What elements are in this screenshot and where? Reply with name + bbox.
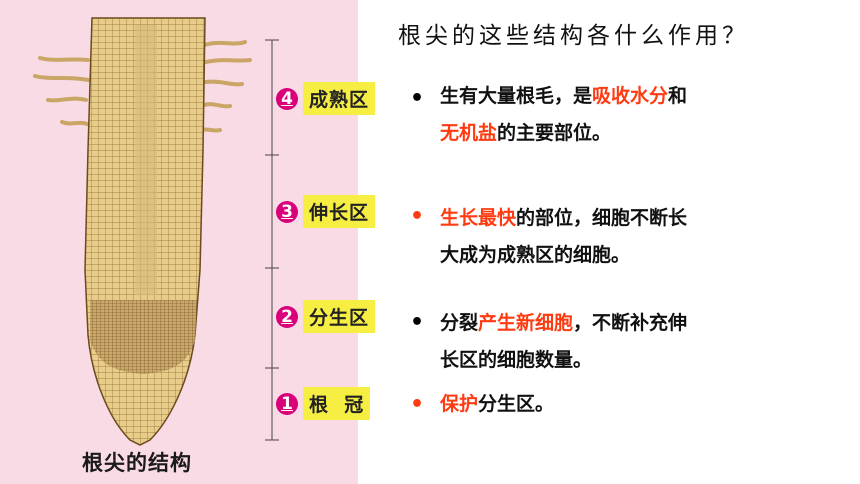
- desc-text: ，不断补充伸: [573, 312, 688, 334]
- bullet: •: [410, 86, 425, 111]
- desc-highlight: 生长最快: [440, 207, 517, 229]
- zone-number: 2: [276, 305, 298, 328]
- desc-text: 大成为成熟区的细胞。: [440, 244, 631, 266]
- desc-text: 的主要部位。: [497, 122, 612, 144]
- zone-description-elongation: 生长最快的部位，细胞不断长 大成为成熟区的细胞。: [440, 200, 687, 274]
- bullet: •: [410, 392, 425, 417]
- zone-label: 分生区: [303, 300, 376, 333]
- zone-number: 1: [276, 392, 298, 415]
- zone-scale: [265, 39, 279, 441]
- meristem-region: [90, 300, 197, 374]
- desc-highlight: 无机盐: [440, 122, 498, 144]
- root-tip-illustration: [33, 17, 279, 446]
- zone-description-meristem: 分裂产生新细胞，不断补充伸 长区的细胞数量。: [440, 305, 687, 379]
- desc-text: 的部位，细胞不断长: [516, 207, 688, 229]
- zone-badge-root-cap: 1 根 冠: [276, 387, 371, 420]
- desc-text: 分生区。: [478, 393, 555, 415]
- zone-number: 3: [276, 200, 298, 223]
- page-title: 根尖的这些结构各什么作用？: [398, 23, 749, 49]
- desc-highlight: 保护: [440, 393, 479, 415]
- desc-text: 分裂: [440, 312, 479, 334]
- zone-badge-maturation: 4 成熟区: [276, 82, 376, 115]
- zone-label: 成熟区: [303, 82, 376, 115]
- desc-text: 生有大量根毛，是: [440, 85, 593, 107]
- desc-highlight: 吸收水分: [592, 85, 669, 107]
- zone-badge-elongation: 3 伸长区: [276, 195, 376, 228]
- desc-text: 长区的细胞数量。: [440, 349, 593, 371]
- zone-label: 伸长区: [303, 195, 376, 228]
- bullet: •: [410, 204, 425, 229]
- illustration-caption: 根尖的结构: [82, 451, 192, 475]
- bullet: •: [410, 310, 425, 335]
- desc-text: 和: [668, 85, 688, 107]
- zone-description-root-cap: 保护分生区。: [440, 386, 554, 423]
- zone-description-maturation: 生有大量根毛，是吸收水分和 无机盐的主要部位。: [440, 78, 687, 152]
- zone-label: 根 冠: [303, 387, 371, 420]
- zone-badge-meristem: 2 分生区: [276, 300, 376, 333]
- zone-number: 4: [276, 87, 298, 110]
- desc-highlight: 产生新细胞: [478, 312, 574, 334]
